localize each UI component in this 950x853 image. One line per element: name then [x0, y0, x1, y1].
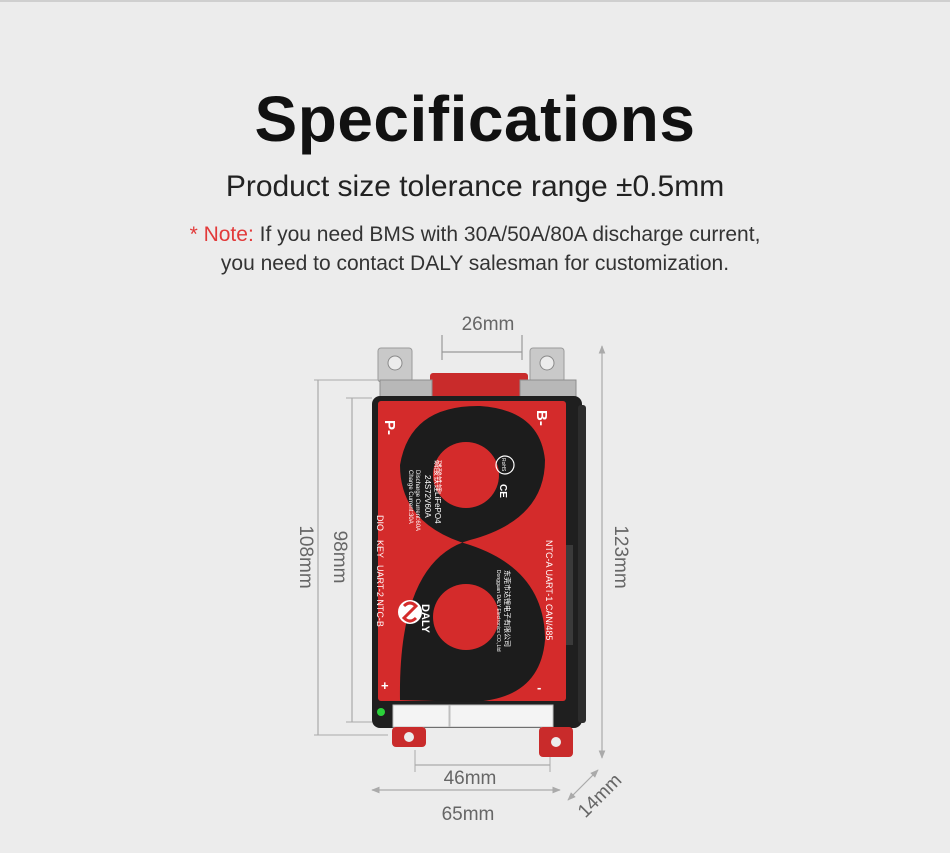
top-border	[0, 0, 950, 2]
connector-left	[392, 704, 450, 728]
label-right-ports: NTC-A UART-1 CAN/485	[544, 540, 554, 640]
minus-sign: -	[537, 680, 541, 695]
tolerance-subtitle: Product size tolerance range ±0.5mm	[225, 170, 725, 203]
label-dio: DIO	[375, 515, 385, 531]
status-led	[377, 708, 385, 716]
customization-note: * Note: If you need BMS with 30A/50A/80A…	[0, 220, 950, 278]
top-red-tab	[430, 373, 528, 399]
terminal-p-label: P-	[381, 420, 398, 435]
spec-line-3: Discharge Current:60A	[414, 470, 420, 531]
plus-sign: +	[381, 678, 389, 693]
brand-label: DALY	[419, 604, 431, 634]
company-cn: 东莞市达锂电子有限公司	[503, 570, 512, 647]
page-title: Specifications	[254, 83, 696, 155]
dim-bottom-inner: 46mm	[414, 750, 551, 789]
dim-height-total-label: 123mm	[610, 525, 631, 588]
company-en: Dongguan DALY Electronics CO.,Ltd	[495, 570, 501, 652]
ce-mark: CE	[497, 484, 508, 498]
note-line-2: you need to contact DALY salesman for cu…	[220, 252, 730, 275]
note-label: * Note:	[189, 223, 254, 246]
spec-line-2: 24S72V60A	[423, 475, 432, 518]
dim-top-width: 26mm	[441, 314, 523, 360]
dim-top-width-label: 26mm	[462, 314, 515, 335]
dim-depth: 14mm	[567, 769, 626, 822]
daly-logo: DALY	[398, 600, 431, 634]
label-key: KEY	[375, 540, 385, 558]
dim-bottom-width-label: 65mm	[442, 804, 495, 825]
dim-height-outer-label: 108mm	[295, 525, 316, 588]
terminal-b-label: B-	[533, 410, 550, 426]
connector-right	[449, 704, 554, 728]
dim-depth-label: 14mm	[574, 770, 626, 822]
spec-line-4: Charge Current:30A	[407, 470, 413, 524]
note-text-1: If you need BMS with 30A/50A/80A dischar…	[253, 223, 761, 246]
dim-height-inner: 98mm	[329, 397, 372, 723]
dim-height-outer: 108mm	[295, 379, 388, 736]
bms-board: P- B- DIO KEY UART-2 NTC-B NTC-A UART-1 …	[372, 347, 586, 757]
dim-height-total: 123mm	[598, 345, 631, 759]
note-line-1: * Note: If you need BMS with 30A/50A/80A…	[0, 220, 950, 249]
spec-line-1: 磷酸铁锂LiFePO4	[433, 460, 443, 524]
dim-bottom-inner-label: 46mm	[444, 768, 497, 789]
dim-height-inner-label: 98mm	[329, 531, 350, 584]
dim-bottom-width: 65mm	[371, 786, 561, 825]
rohs-mark: RoHS	[500, 458, 506, 472]
label-uart2: UART-2 NTC-B	[375, 565, 385, 627]
